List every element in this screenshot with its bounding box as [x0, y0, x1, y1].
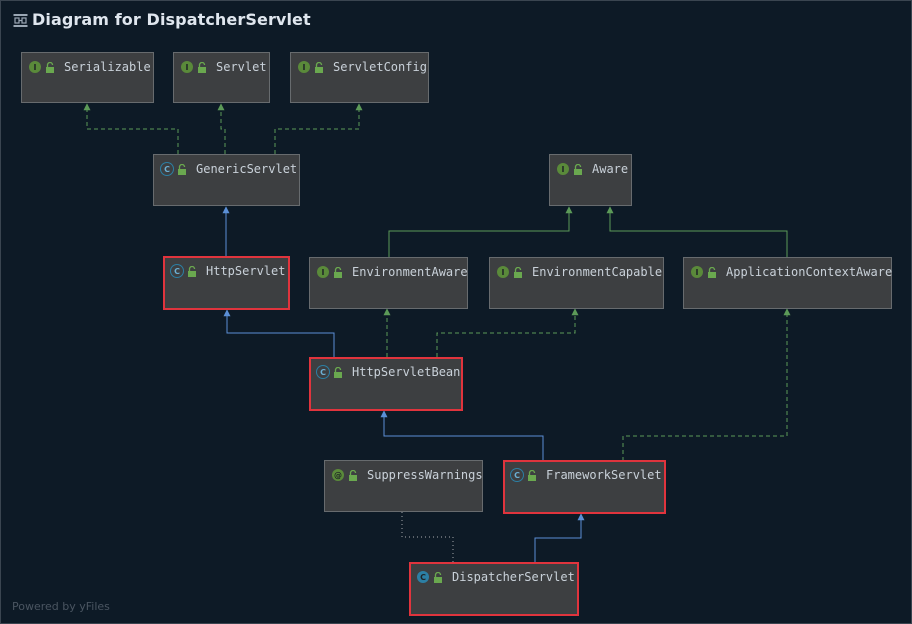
- node-label: HttpServletBean: [352, 365, 461, 379]
- diagram-icon: [13, 14, 28, 27]
- abstract-class-icon: C: [317, 366, 329, 378]
- node-label: ApplicationContextAware: [726, 265, 893, 279]
- abstract-class-icon: C: [161, 163, 173, 175]
- node-label: Serializable: [64, 60, 151, 74]
- abstract-class-icon: C: [171, 265, 183, 277]
- lock-icon: [574, 163, 582, 175]
- node-serializable[interactable]: I Serializable: [21, 52, 154, 103]
- edge-httpservletbean-environmentcapable: [436, 308, 579, 357]
- lock-icon: [334, 266, 342, 278]
- edge-genericservlet-servlet: [217, 103, 226, 154]
- node-label: DispatcherServlet: [452, 570, 575, 584]
- interface-icon: I: [497, 266, 509, 278]
- node-label: ServletConfig: [333, 60, 427, 74]
- node-frameworkservlet[interactable]: C FrameworkServlet: [503, 460, 666, 514]
- node-applicationcontextaware[interactable]: I ApplicationContextAware: [683, 257, 892, 309]
- interface-icon: I: [181, 61, 193, 73]
- edge-genericservlet-serializable: [83, 103, 179, 154]
- lock-icon: [188, 265, 196, 277]
- edge-applicationcontextaware-aware: [606, 206, 788, 257]
- node-label: Servlet: [216, 60, 267, 74]
- node-servletconfig[interactable]: I ServletConfig: [290, 52, 429, 103]
- diagram-title: Diagram for DispatcherServlet: [32, 10, 311, 29]
- node-servlet[interactable]: I Servlet: [173, 52, 270, 103]
- edge-genericservlet-servletconfig: [274, 103, 363, 154]
- edge-dispatcherservlet-suppresswarnings: [401, 512, 454, 562]
- node-httpservlet[interactable]: C HttpServlet: [163, 256, 290, 310]
- node-suppresswarnings[interactable]: @ SuppressWarnings: [324, 460, 483, 512]
- abstract-class-icon: C: [511, 469, 523, 481]
- node-label: EnvironmentAware: [352, 265, 468, 279]
- lock-icon: [178, 163, 186, 175]
- node-label: EnvironmentCapable: [532, 265, 663, 279]
- node-label: Aware: [592, 162, 629, 176]
- edge-dispatcherservlet-frameworkservlet: [534, 513, 585, 562]
- lock-icon: [708, 266, 716, 278]
- lock-icon: [315, 61, 323, 73]
- node-dispatcherservlet[interactable]: C DispatcherServlet: [409, 562, 579, 616]
- node-genericservlet[interactable]: C GenericServlet: [153, 154, 300, 206]
- edge-environmentaware-aware: [388, 206, 573, 257]
- lock-icon: [198, 61, 206, 73]
- node-label: GenericServlet: [196, 162, 298, 176]
- interface-icon: I: [691, 266, 703, 278]
- lock-icon: [349, 469, 357, 481]
- node-environmentcapable[interactable]: I EnvironmentCapable: [489, 257, 664, 309]
- lock-icon: [46, 61, 54, 73]
- node-label: HttpServlet: [206, 264, 286, 278]
- node-label: SuppressWarnings: [367, 468, 483, 482]
- edge-frameworkservlet-httpservletbean: [380, 410, 544, 461]
- lock-icon: [528, 469, 536, 481]
- powered-by-text: Powered by yFiles: [12, 600, 110, 613]
- interface-icon: I: [317, 266, 329, 278]
- lock-icon: [514, 266, 522, 278]
- interface-icon: I: [29, 61, 41, 73]
- node-environmentaware[interactable]: I EnvironmentAware: [309, 257, 468, 309]
- interface-icon: I: [557, 163, 569, 175]
- lock-icon: [434, 571, 442, 583]
- class-icon: C: [417, 571, 429, 583]
- interface-icon: I: [298, 61, 310, 73]
- lock-icon: [334, 366, 342, 378]
- diagram-header: Diagram for DispatcherServlet: [1, 1, 911, 41]
- edge-httpservletbean-httpservlet: [223, 309, 335, 357]
- annotation-icon: @: [332, 469, 344, 481]
- node-label: FrameworkServlet: [546, 468, 662, 482]
- node-aware[interactable]: I Aware: [549, 154, 632, 206]
- node-httpservletbean[interactable]: C HttpServletBean: [309, 357, 463, 411]
- edge-frameworkservlet-applicationcontextaware: [622, 308, 791, 461]
